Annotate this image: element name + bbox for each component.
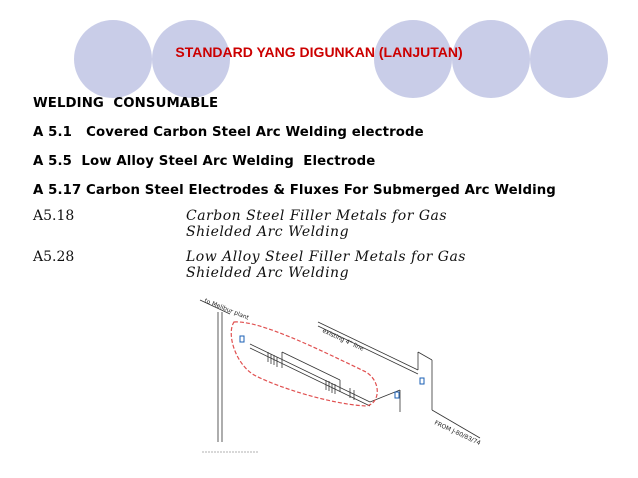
slide-title: STANDARD YANG DIGUNKAN (LANJUTAN) [175, 44, 463, 60]
spec-line-a55: A 5.5 Low Alloy Steel Arc Welding Electr… [33, 154, 376, 169]
pipe-segment [317, 321, 419, 371]
pipe-segment [431, 409, 481, 439]
spec-desc-a518-line2: Shielded Arc Welding [186, 224, 350, 240]
decor-circle-5 [530, 20, 608, 98]
pipe-segment [281, 351, 341, 381]
decor-circle-2 [152, 20, 230, 98]
decor-circle-1 [74, 20, 152, 98]
label-from: FROM J-80/83/74 [433, 419, 482, 447]
pipe-segment [199, 299, 231, 315]
spec-line-a517: A 5.17 Carbon Steel Electrodes & Fluxes … [33, 183, 556, 198]
piping-sketch: to Melibur plant existing 4" line FROM J… [199, 297, 482, 453]
fitting-marker [394, 391, 400, 399]
spec-code-a518: A5.18 [33, 208, 75, 224]
fitting-marker [239, 335, 245, 343]
spec-desc-a528-line2: Shielded Arc Welding [186, 265, 350, 281]
section-heading: WELDING CONSUMABLE [33, 96, 219, 111]
decor-circle-3 [374, 20, 452, 98]
label-melibur-plant: to Melibur plant [203, 297, 250, 321]
highlight-outline [230, 321, 378, 407]
fitting-marker [419, 377, 425, 385]
spec-code-a528: A5.28 [33, 249, 75, 265]
pipe-segment [317, 325, 419, 375]
decor-circle-4 [452, 20, 530, 98]
label-existing-line: existing 4" line [321, 327, 365, 352]
spec-desc-a528-line1: Low Alloy Steel Filler Metals for Gas [186, 249, 466, 265]
spec-line-a51: A 5.1 Covered Carbon Steel Arc Welding e… [33, 125, 424, 140]
spec-desc-a518-line1: Carbon Steel Filler Metals for Gas [186, 208, 448, 224]
pipe-segment [417, 351, 433, 361]
